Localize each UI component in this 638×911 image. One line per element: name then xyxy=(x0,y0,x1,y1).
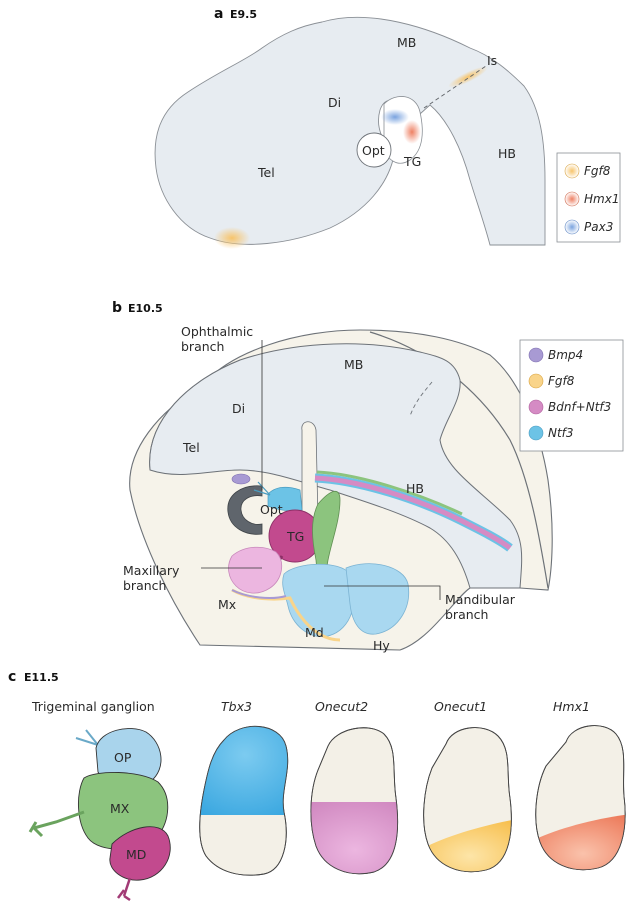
fgf8-tel-e95 xyxy=(214,227,250,249)
label-a-tel: Tel xyxy=(257,165,275,180)
optic-cup-e105 xyxy=(227,485,263,535)
gene-header-onecut2: Onecut2 xyxy=(315,699,368,714)
label-a-mb: MB xyxy=(397,35,416,50)
label-b-maxillary-1: Maxillary xyxy=(123,563,180,578)
gene-header-tbx3: Tbx3 xyxy=(221,699,252,714)
panel-a-letter: a xyxy=(214,6,223,22)
green-strip-hb xyxy=(316,470,463,516)
label-b-mb: MB xyxy=(344,357,363,372)
panel-c-letter: c xyxy=(8,669,16,685)
infundibulum xyxy=(301,421,319,521)
onecut2-expression xyxy=(310,802,398,874)
label-b-hy: Hy xyxy=(373,638,390,653)
mandibular-branch-e105 xyxy=(312,491,341,585)
label-b-md: Md xyxy=(305,625,324,640)
legend-a: Fgf8 Hmx1 Pax3 xyxy=(556,152,621,243)
panel-b-letter: b xyxy=(112,300,122,316)
legend-b-swatch-bmp4 xyxy=(528,347,544,363)
panel-b-stage: E10.5 xyxy=(128,302,163,315)
mx-nerve xyxy=(28,810,85,838)
ganglion-hmx1 xyxy=(535,725,626,871)
embryo-e95-body xyxy=(154,16,546,246)
optic-vesicle-e95 xyxy=(356,132,392,168)
label-b-maxillary-2: branch xyxy=(123,578,166,593)
legend-b-swatch-ntf3 xyxy=(528,425,544,441)
legend-b-label-bdnf-ntf3: Bdnf+Ntf3 xyxy=(548,400,611,414)
legend-b-label-ntf3: Ntf3 xyxy=(548,426,574,440)
label-b-mandibular-1: Mandibular xyxy=(445,592,516,607)
hy-arch-e105 xyxy=(345,563,410,635)
bmp4-spot xyxy=(231,473,251,485)
panel-a-stage: E9.5 xyxy=(230,8,257,21)
label-a-is: Is xyxy=(487,53,497,68)
panel-b: b E10.5 xyxy=(112,300,624,653)
label-md: MD xyxy=(126,847,146,862)
md-nerve xyxy=(117,877,132,902)
label-a-opt: Opt xyxy=(362,143,385,158)
label-a-tg: TG xyxy=(403,154,421,169)
label-b-tel: Tel xyxy=(182,440,200,455)
label-b-mx: Mx xyxy=(218,597,236,612)
pax3-expression-e95 xyxy=(381,109,409,125)
label-b-opt: Opt xyxy=(260,502,283,517)
ganglion-tbx3 xyxy=(199,726,289,876)
label-b-di: Di xyxy=(232,401,245,416)
label-b-ophthalmic-1: Ophthalmic xyxy=(181,324,253,339)
ganglion-onecut1 xyxy=(423,727,512,873)
label-b-ophthalmic-2: branch xyxy=(181,339,224,354)
ophthalmic-branch-ntf3 xyxy=(267,487,303,512)
legend-a-label-pax3: Pax3 xyxy=(584,220,613,234)
gene-header-onecut1: Onecut1 xyxy=(434,699,487,714)
md-lobe xyxy=(109,826,171,881)
legend-b: Bmp4 Fgf8 Bdnf+Ntf3 Ntf3 xyxy=(519,339,624,452)
hmx1-expression-e95 xyxy=(403,120,421,144)
ophthalmic-nerve xyxy=(253,481,271,496)
pointer-mandibular xyxy=(324,585,441,600)
ganglion-onecut2 xyxy=(310,727,399,875)
label-b-hb: HB xyxy=(406,481,424,496)
bdnf-ntf3-strip-hb xyxy=(314,475,512,550)
gene-header-hmx1: Hmx1 xyxy=(553,699,590,714)
legend-b-label-bmp4: Bmp4 xyxy=(548,348,583,362)
label-op: OP xyxy=(114,750,132,765)
isthmus-dashed-line xyxy=(423,65,487,109)
label-a-di: Di xyxy=(328,95,341,110)
panel-a: a E9.5 MB Is Di Opt TG HB Tel Fgf8 Hmx1 … xyxy=(154,6,621,249)
op-nerve xyxy=(75,729,99,746)
legend-b-swatch-fgf8 xyxy=(528,373,544,389)
trigeminal-ganglion-schematic: OP MX MD xyxy=(28,728,171,902)
label-b-tg: TG xyxy=(286,529,304,544)
panel-c-stage: E11.5 xyxy=(24,671,59,684)
brain-inner-outline xyxy=(149,359,241,471)
bmp4-arch-edge xyxy=(231,589,287,599)
ganglion-title: Trigeminal ganglion xyxy=(31,699,155,714)
label-mx: MX xyxy=(110,801,130,816)
mx-arch-e105 xyxy=(228,546,283,594)
legend-b-label-fgf8: Fgf8 xyxy=(548,374,575,388)
legend-a-swatch-pax3 xyxy=(564,219,580,235)
panel-c: c E11.5 Trigeminal ganglion Tbx3 Onecut2… xyxy=(8,669,626,902)
legend-a-swatch-hmx1 xyxy=(564,191,580,207)
label-a-hb: HB xyxy=(498,146,516,161)
label-b-mandibular-2: branch xyxy=(445,607,488,622)
mb-hb-boundary xyxy=(409,381,433,417)
legend-a-label-fgf8: Fgf8 xyxy=(584,164,611,178)
legend-a-swatch-fgf8 xyxy=(564,163,580,179)
legend-b-swatch-bdnf-ntf3 xyxy=(528,399,544,415)
legend-a-label-hmx1: Hmx1 xyxy=(584,192,619,206)
